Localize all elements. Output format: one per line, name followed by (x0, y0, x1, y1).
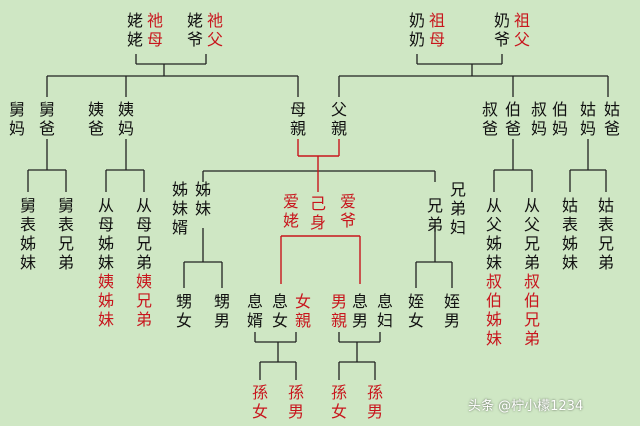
sons-grandson-label: 孫男 (366, 383, 383, 421)
paternal-cousin-female-label: 从父姊妹 (485, 196, 502, 272)
maternal-uncle-label: 舅爸 (38, 100, 55, 138)
paternal-younger-uncle-label: 叔爸 (481, 100, 498, 138)
brother-label: 兄弟 (426, 196, 443, 234)
watermark: 头条 @柠小檬1234 (468, 398, 583, 416)
father-label: 父親 (330, 100, 347, 138)
ai-ye-label: 爱爷 (339, 192, 356, 230)
sons-granddaughter-label: 孫女 (330, 383, 347, 421)
self-label: 己身 (309, 194, 326, 232)
daughter-label: 息女 (271, 292, 288, 330)
daughters-granddaughter-label: 孫女 (251, 383, 268, 421)
ai-lao-label: 爱姥 (282, 192, 299, 230)
maternal-cousin-female-label: 舅表姊妹 (19, 196, 36, 272)
sisters-daughter-label: 甥女 (175, 292, 192, 330)
paternal-cousin-male-label: 从父兄弟 (523, 196, 540, 272)
son-in-law-label: 息婿 (246, 292, 263, 330)
sister-husband-label: 姊妹婿 (171, 180, 188, 237)
sister-label: 姊妹 (194, 180, 211, 218)
paternal-grandmother-label: 祖母 (428, 11, 445, 49)
aunt-cousin-female-label: 从母姊妹 (97, 196, 114, 272)
maternal-uncle-wife-label: 舅妈 (8, 100, 25, 138)
paternal-younger-uncle-wife-label: 叔妈 (530, 100, 547, 138)
brothers-daughter-label: 姪女 (407, 292, 424, 330)
paternal-grandmother-colloquial-label: 奶奶 (408, 11, 425, 49)
daughter-colloquial-label: 女親 (294, 292, 311, 330)
paternal-elder-uncle-wife-label: 伯妈 (551, 100, 568, 138)
paternal-aunt-label: 姑妈 (579, 100, 596, 138)
daughter-in-law-label: 息妇 (376, 292, 393, 330)
paternal-aunt-husband-label: 姑爸 (603, 100, 620, 138)
maternal-grandmother-label: 祂母 (146, 11, 163, 49)
paternal-cousin-male-colloquial-label: 叔伯兄弟 (523, 272, 540, 348)
watermark-text: 头条 @柠小檬1234 (468, 399, 584, 414)
paternal-grandfather-colloquial-label: 奶爷 (493, 11, 510, 49)
paternal-grandfather-label: 祖父 (513, 11, 530, 49)
maternal-aunt-husband-label: 姨爸 (87, 100, 104, 138)
aunt-side-cousin-male-label: 姑表兄弟 (597, 196, 614, 272)
great-grandmother-maternal-label: 姥姥 (126, 11, 143, 49)
daughters-grandson-label: 孫男 (287, 383, 304, 421)
sisters-son-label: 甥男 (213, 292, 230, 330)
maternal-grandfather-colloquial-label: 姥爷 (186, 11, 203, 49)
brothers-son-label: 姪男 (443, 292, 460, 330)
aunt-cousin-male-label: 从母兄弟 (135, 196, 152, 272)
maternal-grandfather-label: 祂父 (206, 11, 223, 49)
son-colloquial-label: 男親 (330, 292, 347, 330)
aunt-cousin-female-colloquial-label: 姨姊妹 (97, 272, 114, 329)
maternal-aunt-label: 姨妈 (117, 100, 134, 138)
maternal-cousin-male-label: 舅表兄弟 (57, 196, 74, 272)
brother-wife-label: 兄弟妇 (449, 180, 466, 237)
aunt-side-cousin-female-label: 姑表姊妹 (561, 196, 578, 272)
mother-label: 母親 (289, 100, 306, 138)
aunt-cousin-male-colloquial-label: 姨兄弟 (135, 272, 152, 329)
paternal-elder-uncle-label: 伯爸 (504, 100, 521, 138)
paternal-cousin-female-colloquial-label: 叔伯姊妹 (485, 272, 502, 348)
son-label: 息男 (351, 292, 368, 330)
